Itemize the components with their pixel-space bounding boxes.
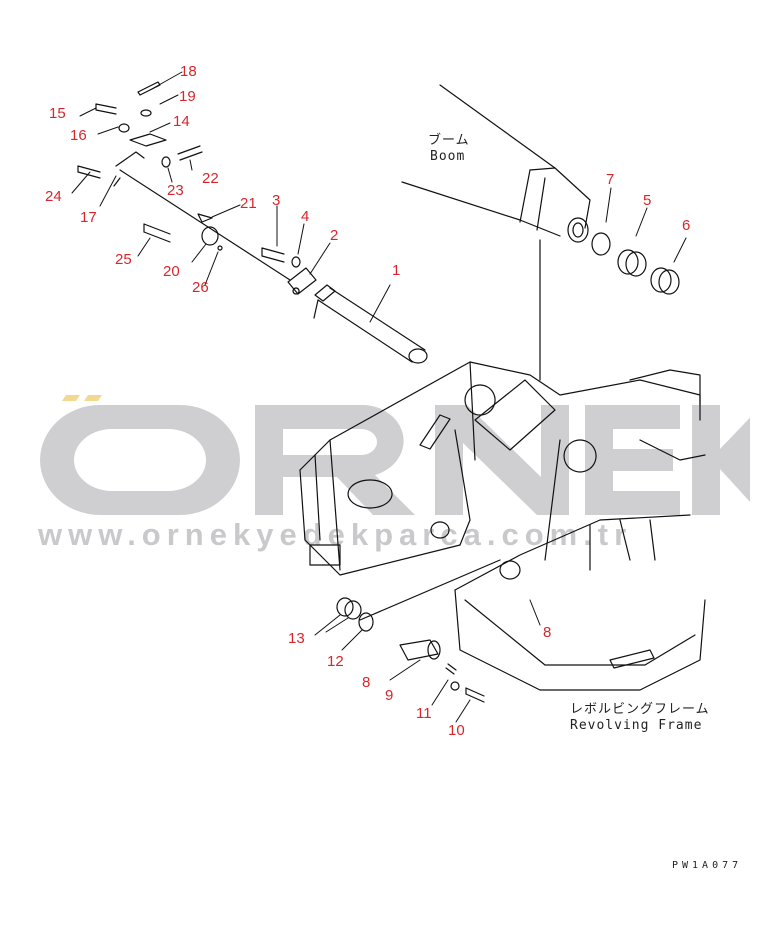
callout-20: 20 [163, 263, 180, 280]
boom-drawing [401, 84, 591, 381]
callout-8-upper: 8 [543, 624, 552, 641]
frame-label-jp: レボルビングフレーム [570, 702, 710, 717]
callout-24: 24 [45, 188, 62, 205]
callout-12: 12 [327, 653, 344, 670]
arm-pin-drawing [336, 559, 501, 703]
boom-label-jp: ブーム [428, 133, 470, 148]
callout-2: 2 [330, 227, 339, 244]
callout-15: 15 [49, 105, 66, 122]
leader-lines [71, 71, 687, 723]
callout-4: 4 [301, 208, 310, 225]
frame-label-en: Revolving Frame [570, 718, 703, 733]
lock-plate-drawing [287, 267, 317, 295]
callout-18: 18 [180, 63, 197, 80]
bolt-washer-drawing [261, 247, 301, 268]
callout-23: 23 [167, 182, 184, 199]
callout-11: 11 [416, 705, 432, 722]
callout-25: 25 [115, 251, 132, 268]
callout-19: 19 [179, 88, 196, 105]
drawing-code: PW1A077 [672, 860, 743, 871]
callout-17: 17 [80, 209, 97, 226]
callout-13: 13 [288, 630, 305, 647]
callout-26: 26 [192, 279, 209, 296]
callout-14: 14 [173, 113, 190, 130]
callout-21: 21 [240, 195, 257, 212]
callout-9: 9 [385, 687, 394, 704]
boom-label-en: Boom [430, 149, 466, 164]
callout-10: 10 [448, 722, 465, 739]
callout-5: 5 [643, 192, 652, 209]
callout-6: 6 [682, 217, 691, 234]
revolving-frame-drawing [299, 361, 706, 691]
watermark-brand [40, 395, 750, 515]
shim-drawing [591, 232, 680, 295]
callout-8-lower: 8 [362, 674, 371, 691]
watermark-url: www.ornekyedekparca.com.tr [38, 517, 633, 552]
boom-pin-drawing [313, 284, 428, 364]
callout-7: 7 [606, 171, 615, 188]
callout-16: 16 [70, 127, 87, 144]
callout-3: 3 [272, 192, 281, 209]
callout-22: 22 [202, 170, 219, 187]
callout-1: 1 [392, 262, 401, 279]
stopper-linkage-drawing [77, 81, 291, 281]
